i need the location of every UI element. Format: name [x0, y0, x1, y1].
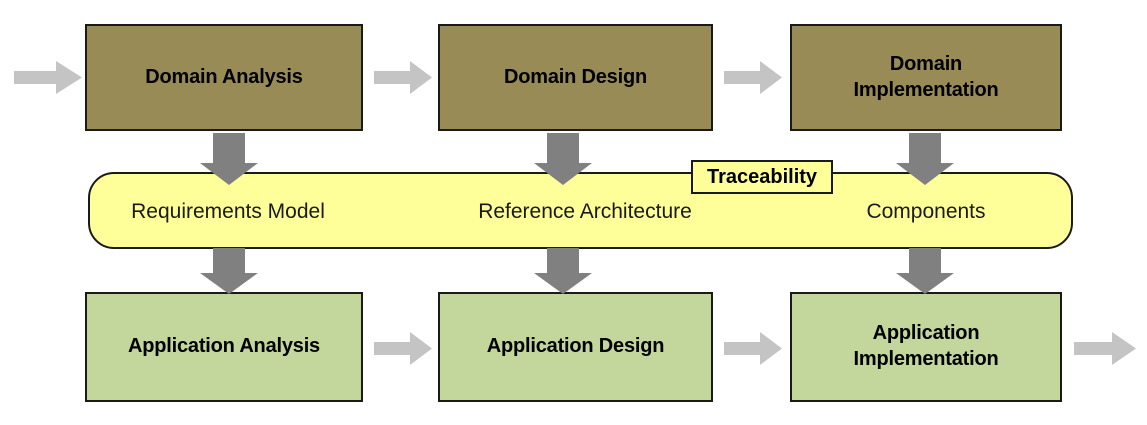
arrow-right-entry — [14, 61, 82, 94]
box-application-implementation-label-line1: Application — [872, 322, 980, 345]
arrow-down-components-to-application-implementation — [896, 248, 954, 294]
asset-label-requirements-model-text: Requirements Model — [131, 200, 325, 223]
asset-bar — [88, 172, 1073, 249]
asset-label-reference-architecture-text: Reference Architecture — [478, 200, 692, 223]
asset-label-components-text: Components — [866, 200, 986, 223]
asset-label-components: Components — [790, 200, 1062, 224]
box-domain-design-label: Domain Design — [504, 65, 647, 88]
traceability-tag-label: Traceability — [706, 165, 818, 188]
arrow-down-domain-analysis-to-requirements — [200, 133, 258, 185]
box-application-implementation[interactable]: Application Implementation — [790, 292, 1062, 402]
arrow-application-design-to-implementation — [724, 332, 782, 365]
arrow-domain-design-to-implementation — [724, 61, 782, 94]
box-application-implementation-label-line2: Implementation — [853, 348, 999, 370]
box-domain-implementation[interactable]: Domain Implementation — [790, 24, 1062, 131]
asset-label-requirements-model: Requirements Model — [88, 200, 368, 224]
arrow-down-architecture-to-application-design — [534, 248, 592, 294]
box-domain-design[interactable]: Domain Design — [438, 24, 713, 131]
traceability-tag[interactable]: Traceability — [691, 160, 833, 194]
box-application-analysis[interactable]: Application Analysis — [85, 292, 363, 402]
box-application-design[interactable]: Application Design — [438, 292, 713, 402]
box-domain-implementation-label-line1: Domain — [889, 52, 963, 75]
box-domain-analysis-label: Domain Analysis — [145, 65, 303, 88]
box-domain-analysis[interactable]: Domain Analysis — [85, 24, 363, 131]
arrow-right-exit — [1074, 332, 1136, 365]
arrow-down-requirements-to-application-analysis — [200, 248, 258, 294]
arrow-application-analysis-to-design — [374, 332, 432, 365]
arrow-domain-analysis-to-design — [374, 61, 432, 94]
box-application-analysis-label: Application Analysis — [128, 335, 320, 358]
arrow-down-domain-design-to-architecture — [534, 133, 592, 185]
asset-label-reference-architecture: Reference Architecture — [440, 200, 730, 224]
arrow-down-domain-implementation-to-components — [896, 133, 954, 185]
box-domain-implementation-label-line2: Implementation — [853, 78, 999, 101]
box-application-design-label: Application Design — [486, 335, 665, 358]
